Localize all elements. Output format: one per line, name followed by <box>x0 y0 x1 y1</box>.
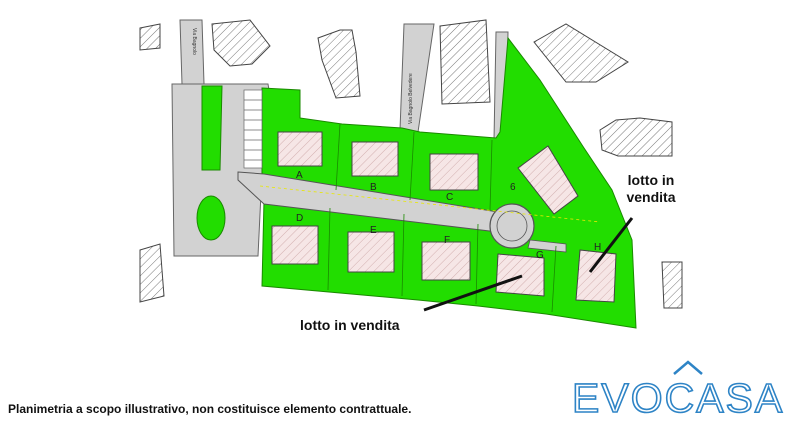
lot-label-b: B <box>370 182 377 193</box>
house-roof-icon <box>673 360 703 375</box>
lot-label-h: H <box>594 242 601 253</box>
annotation-lot-for-sale-right: lotto in vendita <box>620 172 682 206</box>
lot-label-d: D <box>296 213 303 224</box>
disclaimer-text: Planimetria a scopo illustrativo, non co… <box>8 402 412 416</box>
street-label-via-bagnolo-belvedere: Via Bagnolo Belvedere <box>408 73 414 124</box>
neighbour-buildings <box>139 19 683 309</box>
lot-label-g: G <box>536 250 544 261</box>
lot-label-e: E <box>370 225 377 236</box>
pointer-line-lot-h <box>588 217 634 273</box>
lot-label-6: 6 <box>510 182 516 193</box>
lot-label-a: A <box>296 170 303 181</box>
lot-label-c: C <box>446 192 453 203</box>
lot-dividers <box>327 123 557 313</box>
annotation-right-line2: vendita <box>626 189 676 205</box>
annotation-right-line1: lotto in <box>627 172 675 188</box>
lot-label-f: F <box>444 235 450 246</box>
lot-houses <box>271 131 617 303</box>
street-label-via-bagnolo: Via Bagnolo <box>191 28 197 55</box>
pointer-line-lot-g <box>423 274 523 312</box>
lot-labels: A B C 6 D E F G H <box>296 170 601 261</box>
internal-road <box>237 171 601 253</box>
parking-bays <box>243 89 263 169</box>
evocasa-logo: EVOCASA <box>571 360 784 420</box>
logo-wordmark: EVOCASA <box>572 375 784 420</box>
annotation-lot-for-sale-bottom: lotto in vendita <box>300 317 400 333</box>
